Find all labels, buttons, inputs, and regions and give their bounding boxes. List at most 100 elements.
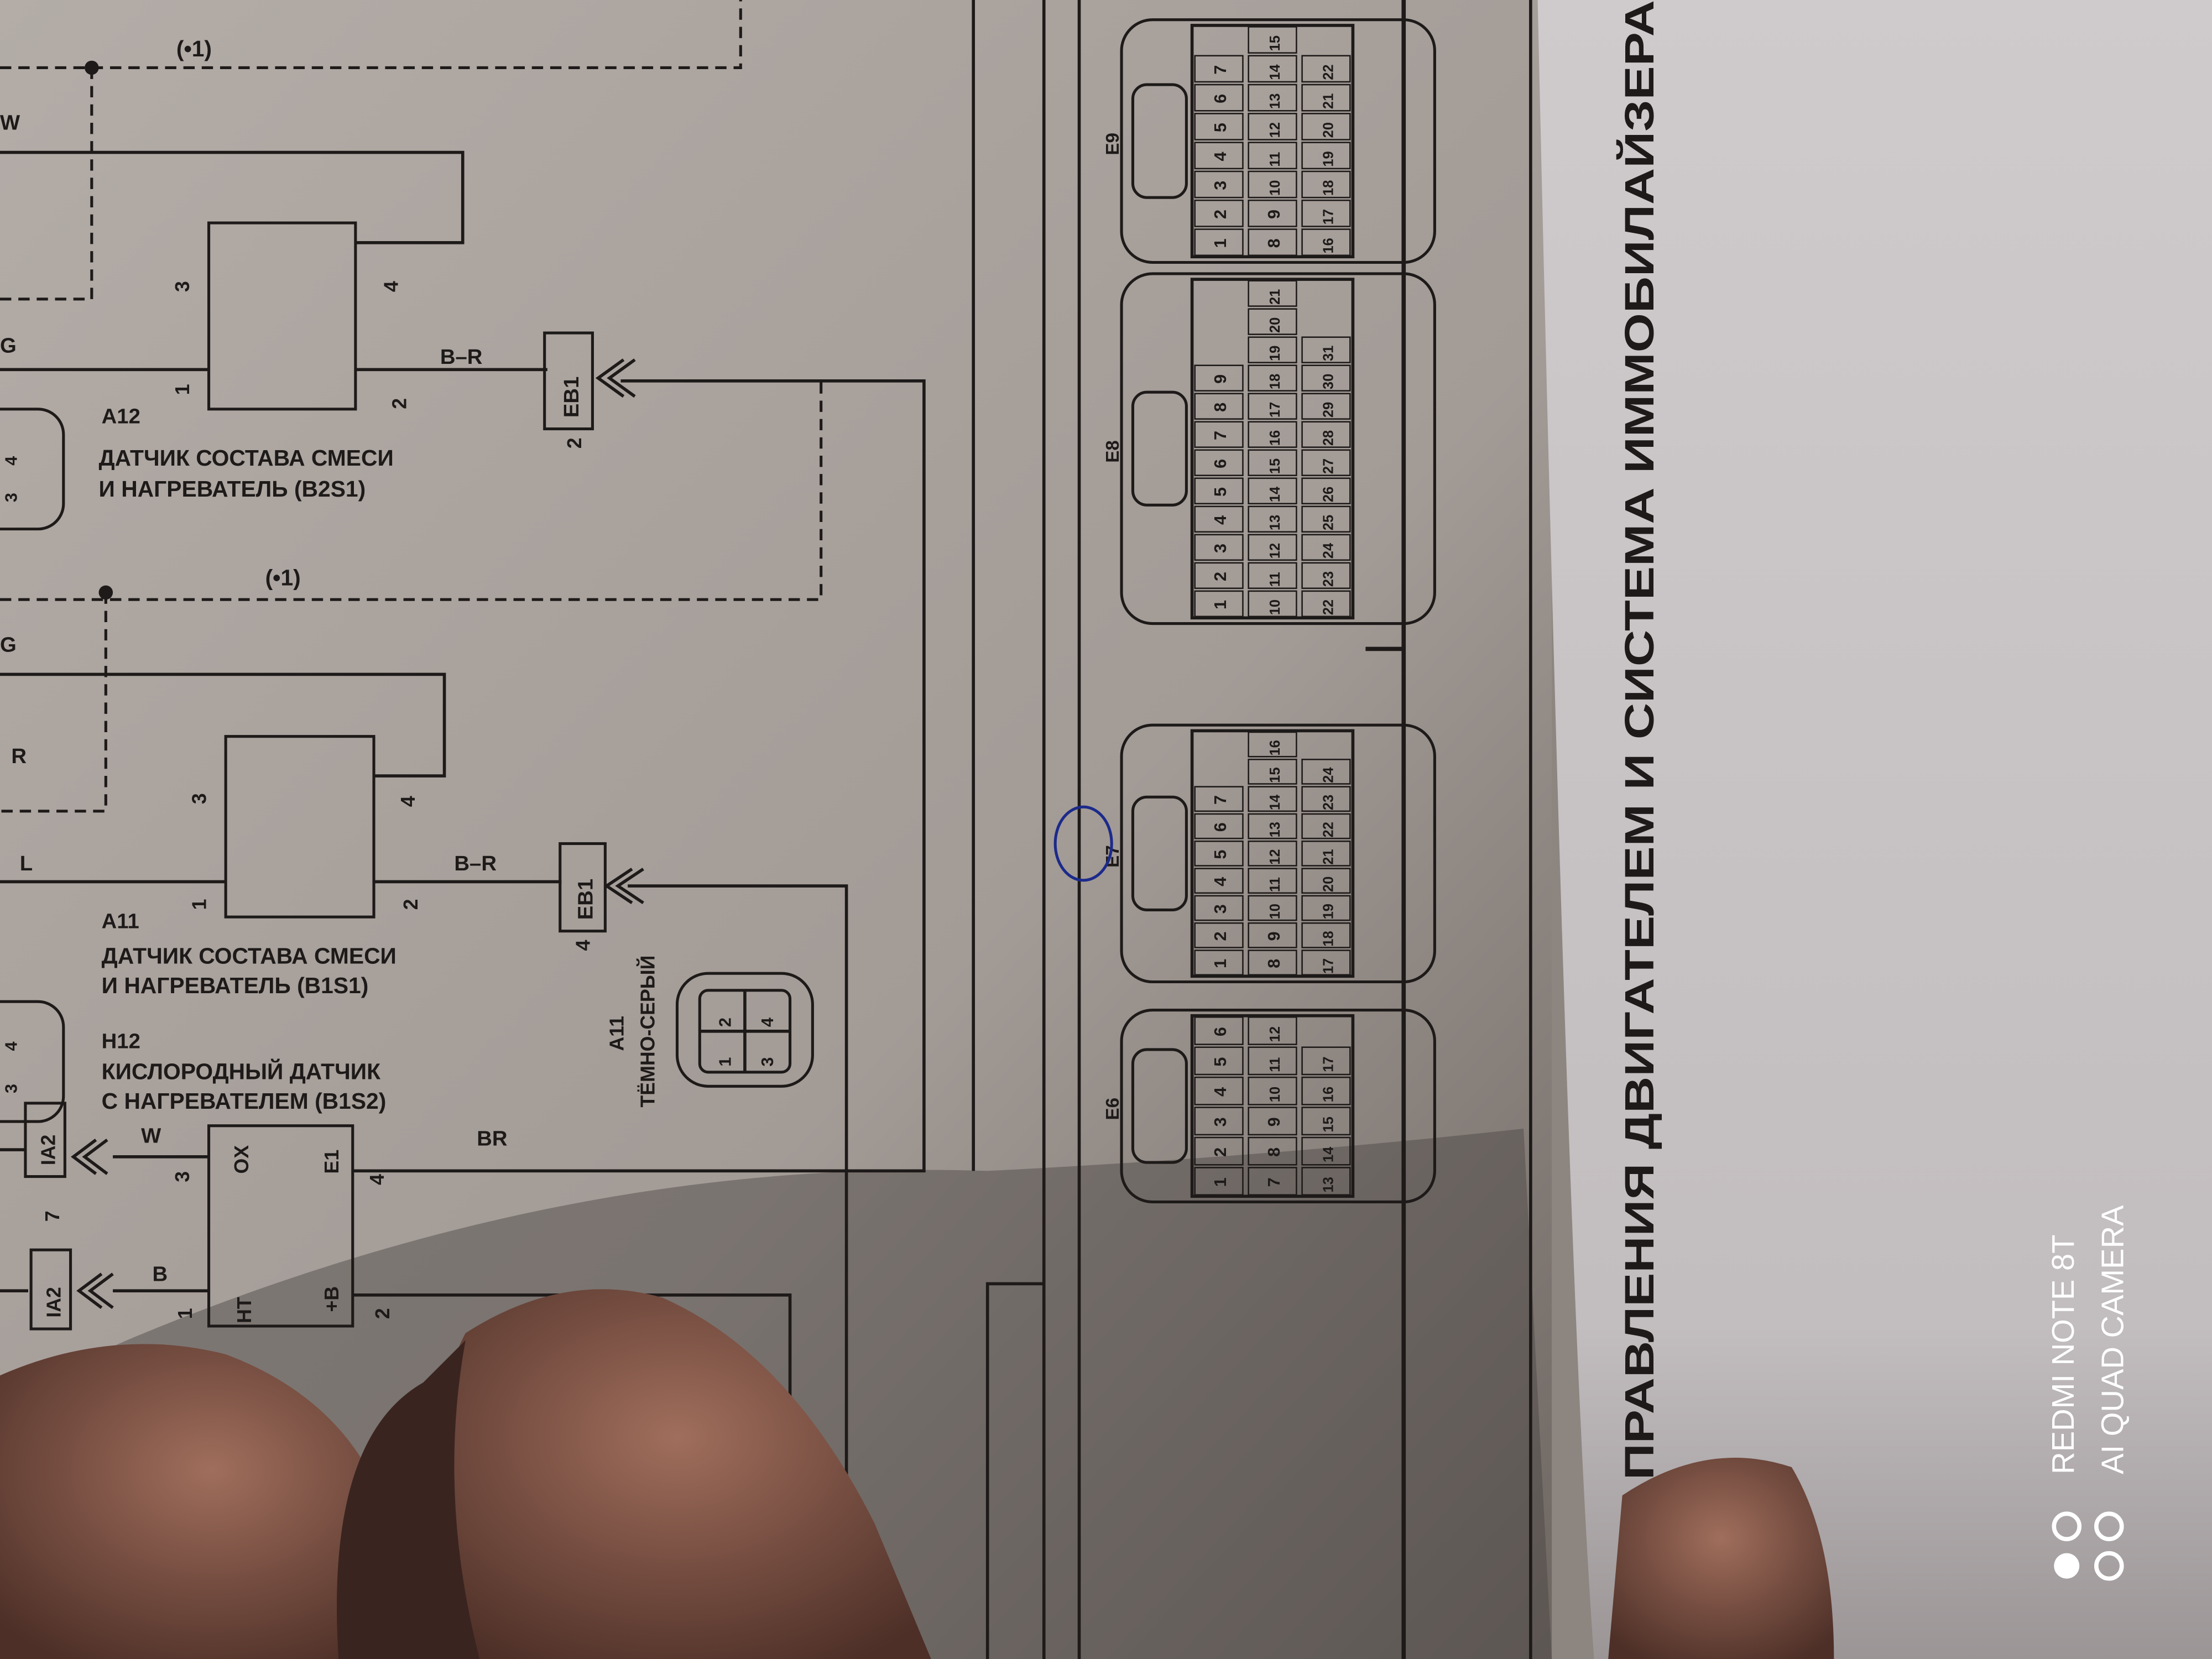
terminal-label: +B	[321, 1286, 343, 1312]
connector-pin-cell	[1301, 534, 1351, 561]
pin-label: 1	[716, 1057, 734, 1067]
connector-pin-cell	[1248, 868, 1297, 894]
a11-desc-line1: ДАТЧИК СОСТАВА СМЕСИ	[102, 943, 397, 968]
connector-pin-cell	[1301, 1046, 1351, 1076]
a11-code: A11	[102, 910, 139, 933]
connector-pin-cell	[1194, 1076, 1244, 1105]
connector-label: E6	[1103, 1098, 1123, 1120]
connector-pin-number: 29	[1321, 402, 1337, 418]
a12-code: A12	[102, 404, 140, 428]
connector-pin-number: 4	[1211, 515, 1230, 525]
connector-pin-number: 6	[1211, 1027, 1230, 1036]
pin-label: 3	[171, 1171, 194, 1182]
connector-pin-number: 21	[1321, 849, 1337, 864]
connector-pin-number: 5	[1211, 123, 1230, 132]
pin-label: 7	[41, 1211, 64, 1222]
a11-sensor-box	[224, 735, 375, 919]
connector-pin-cell	[1194, 562, 1244, 589]
connector-pin-cell	[1301, 895, 1351, 921]
connector-pin-number: 10	[1267, 180, 1283, 196]
camera-logo-icon	[2054, 1553, 2080, 1579]
connector-pin-cell	[1248, 364, 1297, 392]
connector-pin-cell	[1248, 393, 1297, 420]
connector-pin-cell	[1194, 786, 1244, 812]
connector-pin-number: 10	[1267, 1087, 1283, 1102]
connector-pin-number: 19	[1321, 151, 1337, 166]
connector-pin-cell	[1194, 868, 1244, 894]
connector-pin-block	[1190, 278, 1355, 620]
connector-pin-number: 8	[1265, 1147, 1284, 1157]
connector-pin-number: 15	[1267, 458, 1283, 474]
connector-pin-cell	[1248, 1076, 1297, 1105]
connector-pin-number: 13	[1267, 515, 1283, 530]
connector-arrow-icon	[603, 868, 644, 904]
wire-color-b-r: B–R	[454, 852, 497, 875]
watermark-line1: REDMI NOTE 8T	[2046, 1234, 2080, 1474]
connector-pin-number: 22	[1321, 64, 1337, 80]
connector-pin-number: 25	[1321, 515, 1337, 530]
connector-pin-number: 3	[1211, 181, 1230, 190]
a11-connector-icon: 2 4 1 3	[675, 972, 814, 1088]
connector-pin-cell	[1248, 1167, 1297, 1196]
connector-pin-number: 6	[1211, 94, 1230, 103]
connector-pin-cell	[1248, 1046, 1297, 1076]
connector-pin-cell	[1248, 759, 1297, 785]
connector-pin-cell	[1301, 840, 1351, 867]
pin-label: 1	[174, 1308, 196, 1319]
a11-connector-code: A11	[606, 1016, 628, 1051]
connector-pin-cell	[1301, 142, 1351, 170]
connector-pin-number: 12	[1267, 1026, 1283, 1042]
connector-pin-cell	[1194, 1136, 1244, 1166]
connector-pin-cell	[1248, 199, 1297, 227]
connector-pin-cell	[1194, 393, 1244, 420]
connector-pin-number: 2	[1211, 572, 1230, 581]
connector-pin-cell	[1194, 1167, 1244, 1196]
a12-desc-line1: ДАТЧИК СОСТАВА СМЕСИ	[99, 445, 394, 471]
wire-color-br: BR	[477, 1126, 507, 1150]
pin-label: 4	[2, 1041, 21, 1051]
connector-pin-number: 7	[1211, 795, 1230, 805]
pen-circle-mark	[1053, 805, 1113, 882]
connector-pin-cell	[1248, 113, 1297, 140]
connector-pin-number: 9	[1265, 931, 1284, 941]
eb1-junction-top	[543, 331, 594, 431]
connector-pin-number: 7	[1211, 65, 1230, 75]
connector-pin-number: 11	[1267, 877, 1283, 892]
pin-label: 2	[400, 899, 422, 910]
connector-pin-number: 31	[1321, 346, 1337, 361]
wire-color-r: R	[11, 744, 27, 768]
pin-label: 4	[758, 1018, 777, 1027]
connector-pin-cell	[1301, 113, 1351, 140]
connector-pin-cell	[1194, 477, 1244, 504]
connector-pin-number: 22	[1321, 822, 1337, 837]
connector-pin-number: 8	[1265, 959, 1284, 968]
connector-pin-cell	[1301, 421, 1351, 448]
connector-pin-cell	[1194, 840, 1244, 867]
connector-pin-number: 5	[1211, 487, 1230, 497]
connector-pin-cell	[1301, 1136, 1351, 1166]
connector-pin-number: 19	[1267, 346, 1283, 361]
connector-pin-cell	[1301, 55, 1351, 83]
connector-pin-number: 20	[1321, 877, 1337, 892]
connector-pin-number: 27	[1321, 458, 1337, 474]
connector-pin-number: 17	[1321, 209, 1337, 225]
connector-pin-number: 15	[1267, 767, 1283, 782]
fingers	[0, 1289, 1834, 1659]
connector-pin-cell	[1248, 1107, 1297, 1136]
connector-pin-cell	[1301, 868, 1351, 894]
connector-pin-cell	[1194, 84, 1244, 112]
connector-pin-cell	[1248, 950, 1297, 976]
connector-pin-number: 1	[1211, 1177, 1230, 1187]
connector-pin-cell	[1301, 922, 1351, 948]
connector-pin-number: 19	[1321, 904, 1337, 919]
wire-color-g: G	[0, 633, 17, 657]
terminal-label: E1	[321, 1150, 343, 1174]
connector-pin-number: 30	[1321, 374, 1337, 389]
connector-pin-cell	[1248, 228, 1297, 257]
connector-pin-number: 9	[1211, 374, 1230, 384]
connector-pin-block	[1190, 729, 1355, 978]
connector-pin-cell	[1301, 1167, 1351, 1196]
pin-label: 4	[366, 1174, 388, 1185]
connector-pin-number: 6	[1211, 822, 1230, 832]
connector-pin-cell	[1248, 840, 1297, 867]
